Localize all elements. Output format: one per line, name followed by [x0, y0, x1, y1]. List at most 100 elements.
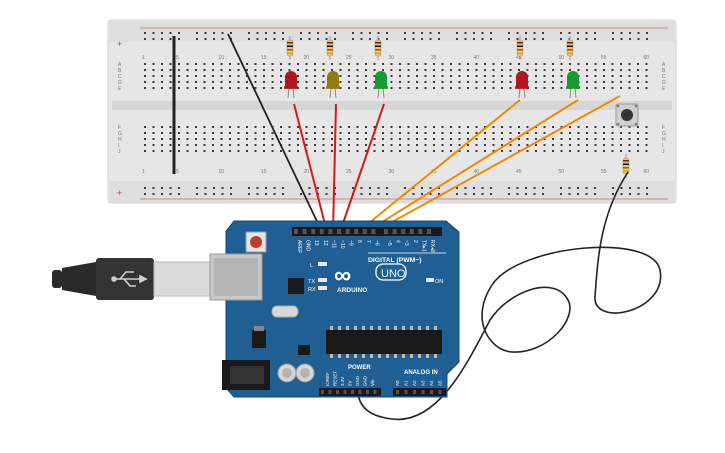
leds — [284, 71, 580, 99]
row-letter: B — [118, 68, 122, 74]
red-wire-1[interactable] — [293, 103, 328, 233]
red-led-1[interactable] — [284, 71, 298, 99]
column-number-bottom: 55 — [601, 169, 607, 175]
power-pin-label: RESET — [333, 371, 338, 386]
analog-pin-label: A0 — [395, 380, 400, 386]
rail-plus-sign-bottom: + — [117, 188, 122, 198]
digital-pin-label: ~3 — [403, 240, 409, 246]
led-rx-label: RX — [308, 287, 316, 293]
orange-wire-3[interactable] — [373, 95, 621, 233]
digital-pin-label: ~9 — [348, 240, 354, 246]
digital-pin-label: TX▸1 — [420, 240, 426, 252]
digital-pin-label: ~11 — [330, 240, 336, 248]
push-button[interactable] — [615, 103, 639, 127]
bottom-header-holes — [321, 390, 442, 394]
row-letter: H — [118, 137, 122, 143]
green-led-1[interactable] — [374, 71, 388, 99]
resistor-4[interactable] — [516, 36, 524, 60]
column-number-top: 60 — [644, 55, 650, 61]
digital-pin-label: 12 — [322, 240, 328, 246]
digital-pin-label: ~10 — [339, 240, 345, 249]
digital-pin-label: RX◂0 — [429, 240, 435, 252]
row-letter: J — [662, 149, 665, 155]
column-number-top: 20 — [304, 55, 310, 61]
arduino-logo: ∞ UNO ARDUINO — [334, 262, 407, 294]
reset-button[interactable] — [250, 236, 262, 248]
analog-pin-label: A1 — [404, 380, 409, 386]
orange-wire-2[interactable] — [365, 99, 579, 233]
button-loop-wire[interactable] — [357, 171, 662, 421]
ground-wire[interactable] — [227, 33, 323, 233]
green-led-2[interactable] — [566, 71, 580, 99]
digital-pin-label: ~5 — [386, 240, 392, 246]
yellow-led[interactable] — [326, 71, 340, 99]
resistor-3[interactable] — [374, 36, 382, 60]
breadboard: 1155101015152020252530303535404045455050… — [107, 19, 677, 204]
column-number-bottom: 35 — [431, 169, 437, 175]
digital-pin-label: 7 — [365, 240, 371, 243]
led-l-label: L — [310, 263, 313, 269]
resistor-1[interactable] — [286, 36, 294, 60]
column-number-top: 15 — [261, 55, 267, 61]
analog-pin-label: A5 — [438, 380, 443, 386]
row-letter: E — [118, 86, 122, 92]
column-number-bottom: 30 — [389, 169, 395, 175]
brand-label: ARDUINO — [337, 287, 367, 294]
led-tx-label: TX — [308, 279, 315, 285]
row-letter: I — [662, 143, 663, 149]
column-number-top: 1 — [142, 55, 145, 61]
column-number-top: 30 — [389, 55, 395, 61]
power-pin-label: GND — [355, 375, 360, 386]
column-number-bottom: 15 — [261, 169, 267, 175]
analog-header[interactable] — [393, 388, 446, 396]
column-number-top: 55 — [601, 55, 607, 61]
resistor-2[interactable] — [326, 36, 334, 60]
row-letter: D — [118, 80, 122, 86]
row-letter: I — [118, 143, 119, 149]
power-pin-label: GND — [363, 375, 368, 386]
column-number-bottom: 60 — [644, 169, 650, 175]
usb-cable — [52, 258, 211, 300]
digital-pin-label: GND — [305, 240, 311, 252]
row-letter: H — [662, 137, 666, 143]
infinity-icon: ∞ — [334, 262, 351, 289]
usb-icon — [111, 271, 148, 287]
analog-header-label: ANALOG IN — [404, 370, 438, 376]
power-pin-label: 5V — [348, 380, 353, 386]
voltage-regulator — [252, 330, 266, 348]
row-letter: A — [118, 62, 122, 68]
column-number-bottom: 40 — [474, 169, 480, 175]
row-letter: F — [662, 125, 665, 131]
row-letter: F — [118, 125, 121, 131]
wires — [227, 33, 662, 421]
row-letter: G — [662, 131, 666, 137]
row-letter: B — [662, 68, 666, 74]
power-pin-label: Vin — [370, 379, 375, 386]
digital-header-holes — [294, 229, 431, 234]
row-letter: G — [118, 131, 122, 137]
red-wire-2[interactable] — [332, 103, 337, 233]
digital-pin-label: AREF — [296, 240, 302, 253]
power-header-label: POWER — [348, 365, 371, 371]
crystal — [271, 305, 299, 318]
small-chip — [298, 345, 310, 355]
resistors — [286, 36, 630, 178]
red-wire-3[interactable] — [339, 103, 385, 233]
column-number-top: 25 — [346, 55, 352, 61]
resistor-5[interactable] — [566, 36, 574, 60]
column-number-bottom: 10 — [219, 169, 225, 175]
orange-wire-1[interactable] — [357, 99, 521, 233]
row-letter: J — [118, 149, 121, 155]
digital-pin-label: 2 — [412, 240, 418, 243]
microcontroller-chip — [326, 326, 442, 358]
power-header[interactable] — [319, 388, 381, 396]
digital-header[interactable] — [292, 227, 442, 236]
red-led-2[interactable] — [515, 71, 529, 99]
digital-pin-label: 13 — [313, 240, 319, 246]
power-pin-label: 3.3V — [340, 377, 345, 386]
digital-pin-label: 4 — [395, 240, 401, 243]
